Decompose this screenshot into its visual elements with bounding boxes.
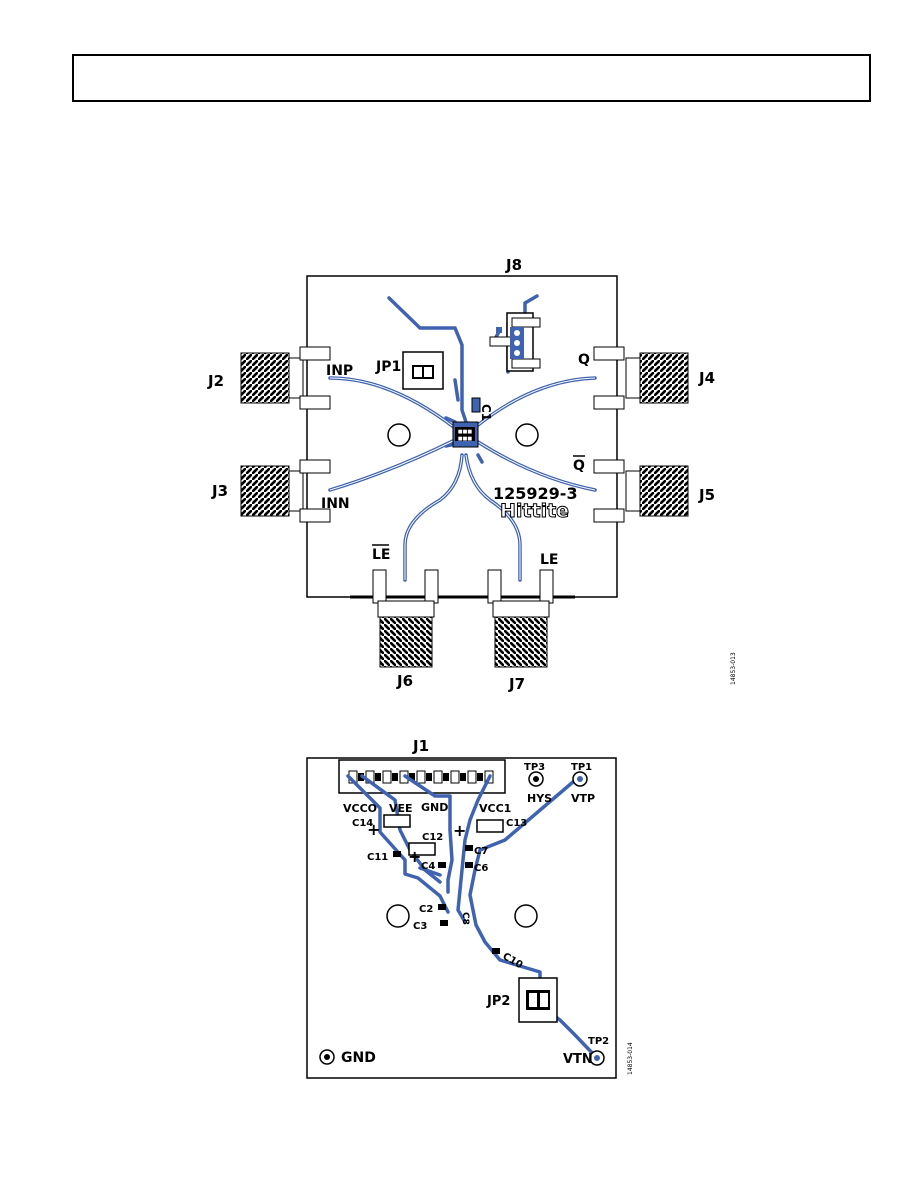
label-c12: C12 — [422, 832, 443, 843]
label-c1: C1 — [479, 404, 493, 421]
svg-text:+: + — [367, 820, 380, 839]
label-tp1: TP1 — [571, 762, 592, 773]
label-hys: HYS — [527, 792, 552, 805]
label-j3: J3 — [211, 482, 228, 500]
figure-number-top: 14853-013 — [730, 652, 737, 685]
capacitor-c1-pad — [471, 397, 481, 413]
label-vcco: VCCO — [343, 802, 377, 815]
header-j8 — [489, 312, 541, 372]
sma-connector-j7 — [487, 569, 554, 668]
label-vee: VEE — [389, 802, 413, 815]
label-vtn: VTN — [563, 1052, 593, 1067]
board-number: 125929-3 — [493, 484, 578, 503]
label-j6: J6 — [396, 672, 413, 690]
svg-text:+: + — [453, 821, 466, 840]
label-jp2: JP2 — [486, 994, 510, 1009]
svg-text:■■■: ■■■ — [458, 436, 472, 442]
mounting-hole-right — [515, 423, 539, 447]
jumper-jp2 — [518, 977, 558, 1023]
label-c2: C2 — [419, 904, 433, 915]
label-le-bar: LE — [372, 547, 390, 563]
sma-connector-j5 — [593, 459, 689, 523]
top-board-trace-highlights — [329, 377, 596, 580]
sma-connector-j6 — [372, 569, 439, 668]
test-point-gnd — [319, 1049, 335, 1065]
label-jp1: JP1 — [375, 359, 401, 375]
label-j2: J2 — [207, 372, 224, 390]
label-c3: C3 — [413, 921, 427, 932]
label-q: Q — [578, 352, 590, 368]
test-point-tp2 — [589, 1050, 605, 1066]
label-q-bar: Q — [573, 458, 585, 474]
label-j1: J1 — [412, 737, 429, 755]
label-c6: C6 — [474, 863, 488, 874]
label-gnd-tp: GND — [341, 1050, 376, 1066]
test-point-tp1 — [572, 771, 588, 787]
hittite-logo: Hittite — [500, 500, 569, 522]
label-c11: C11 — [367, 852, 388, 863]
label-j7: J7 — [508, 675, 525, 693]
ic-chip: ■■■ ■■■ — [452, 421, 479, 448]
figure-number-bottom: 14853-014 — [627, 1042, 634, 1075]
label-j4: J4 — [698, 369, 715, 387]
mounting-hole-left — [387, 423, 411, 447]
label-le: LE — [540, 552, 558, 568]
svg-text:+: + — [408, 847, 421, 866]
label-c13: C13 — [506, 818, 527, 829]
label-j8: J8 — [505, 256, 522, 274]
label-vtp: VTP — [571, 792, 595, 805]
label-inp: INP — [326, 363, 353, 379]
page-header-box — [72, 54, 871, 102]
mounting-hole-bottom-right — [514, 904, 538, 928]
label-c4: C4 — [421, 861, 435, 872]
sma-connector-j3 — [240, 459, 331, 523]
label-j5: J5 — [698, 486, 715, 504]
label-tp3: TP3 — [524, 762, 545, 773]
test-point-tp3 — [528, 771, 544, 787]
mounting-hole-bottom-left — [386, 904, 410, 928]
label-c7: C7 — [474, 846, 488, 857]
sma-connector-j4 — [593, 346, 689, 410]
label-vcc1: VCC1 — [479, 802, 511, 815]
bottom-components: + + + — [367, 814, 504, 954]
top-pcb-board: ■■■ ■■■ J8 J2 J3 J4 J5 J6 J7 INP INN Q Q… — [207, 256, 737, 693]
jumper-jp1 — [402, 351, 444, 390]
svg-text:■■■: ■■■ — [458, 429, 472, 435]
label-tp2: TP2 — [588, 1036, 609, 1047]
label-c14: C14 — [352, 818, 373, 829]
label-c8: C8 — [460, 912, 470, 925]
label-gnd-pin: GND — [421, 801, 448, 814]
bottom-pcb-board: + + + J1 VCCO VEE GND VCC1 TP3 HYS TP1 V… — [306, 737, 634, 1079]
top-board-outline — [306, 275, 618, 598]
sma-connector-j2 — [240, 346, 331, 410]
label-inn: INN — [321, 496, 350, 512]
